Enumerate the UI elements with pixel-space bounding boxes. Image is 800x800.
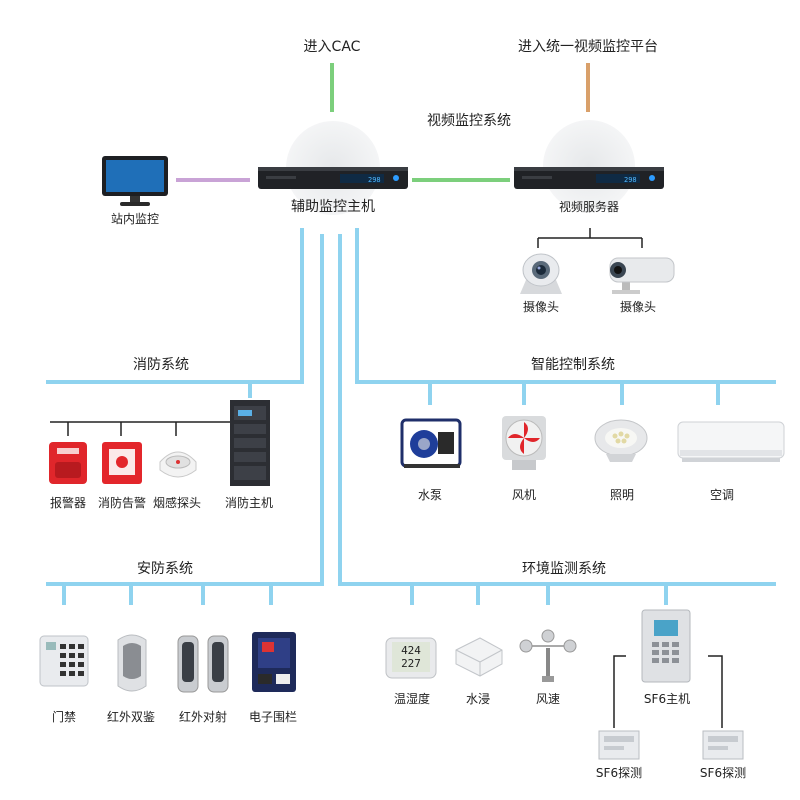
smart-device-label-1: 水泵 xyxy=(417,488,443,502)
dome-camera-icon xyxy=(520,253,562,294)
sf6-sensor-label-1: SF6探测 xyxy=(595,766,643,780)
smart-device-label-2: 风机 xyxy=(511,488,537,502)
video-server-icon: 298 xyxy=(514,167,664,189)
cac-label: 进入CAC xyxy=(303,39,361,55)
fire-device-label-2: 消防告警 xyxy=(97,496,147,510)
smart-control-title: 智能控制系统 xyxy=(531,357,615,373)
fire-device-label-4: 消防主机 xyxy=(224,496,274,510)
smart-device-label-3: 照明 xyxy=(609,488,635,502)
camera-label-1: 摄像头 xyxy=(522,300,560,314)
video-server-label: 视频服务器 xyxy=(558,200,620,214)
access-control-icon xyxy=(39,635,89,687)
bus-lines xyxy=(46,228,776,605)
monitor-icon xyxy=(102,156,168,206)
fire-bracket xyxy=(50,404,233,436)
svg-text:227: 227 xyxy=(401,657,421,670)
camera-label-2: 摄像头 xyxy=(619,300,657,314)
thermo-hygrometer-icon: 424 227 xyxy=(385,637,437,679)
light-icon xyxy=(594,419,648,462)
env-device-label-3: 风速 xyxy=(535,692,561,706)
platform-label: 进入统一视频监控平台 xyxy=(518,39,658,55)
security-system-title: 安防系统 xyxy=(137,561,193,577)
env-device-label-1: 温湿度 xyxy=(393,692,431,706)
svg-text:424: 424 xyxy=(401,644,421,657)
fire-device-label-1: 报警器 xyxy=(49,496,87,510)
monitor-label: 站内监控 xyxy=(110,212,160,226)
security-device-label-1: 门禁 xyxy=(51,710,77,724)
smoke-detector-icon xyxy=(159,451,197,478)
air-conditioner-icon xyxy=(677,421,785,462)
sf6-host-label: SF6主机 xyxy=(643,692,691,706)
security-device-label-3: 红外对射 xyxy=(178,710,228,724)
aux-host-label: 辅助监控主机 xyxy=(291,199,375,215)
fan-icon xyxy=(502,416,546,470)
video-system-label: 视频监控系统 xyxy=(427,113,511,129)
infrared-beam-icon xyxy=(177,635,229,693)
smart-device-label-4: 空调 xyxy=(709,488,735,502)
sf6-host-icon xyxy=(641,609,691,683)
security-device-label-2: 红外双鉴 xyxy=(106,710,156,724)
security-device-label-4: 电子围栏 xyxy=(248,710,298,724)
dual-tech-detector-icon xyxy=(117,634,147,692)
camera-bracket xyxy=(537,228,643,248)
sf6-sensor-icon xyxy=(702,730,744,760)
anemometer-icon xyxy=(519,629,577,682)
env-system-title: 环境监测系统 xyxy=(522,561,606,577)
fire-system-title: 消防系统 xyxy=(133,357,189,373)
svg-text:298: 298 xyxy=(368,176,381,184)
sf6-sensor-icon xyxy=(598,730,640,760)
fire-device-label-3: 烟感探头 xyxy=(152,496,202,510)
env-device-label-2: 水浸 xyxy=(465,692,491,706)
fire-control-cabinet-icon xyxy=(230,400,270,486)
water-leak-sensor-icon xyxy=(455,637,503,677)
electric-fence-icon xyxy=(252,632,296,692)
manual-call-point-icon xyxy=(102,442,142,484)
bullet-camera-icon xyxy=(609,257,675,294)
water-pump-icon xyxy=(400,418,462,468)
fire-alarm-icon xyxy=(49,442,87,484)
svg-text:298: 298 xyxy=(624,176,637,184)
sf6-sensor-label-2: SF6探测 xyxy=(699,766,747,780)
sf6-brackets xyxy=(613,655,723,728)
aux-host-icon: 298 xyxy=(258,167,408,189)
